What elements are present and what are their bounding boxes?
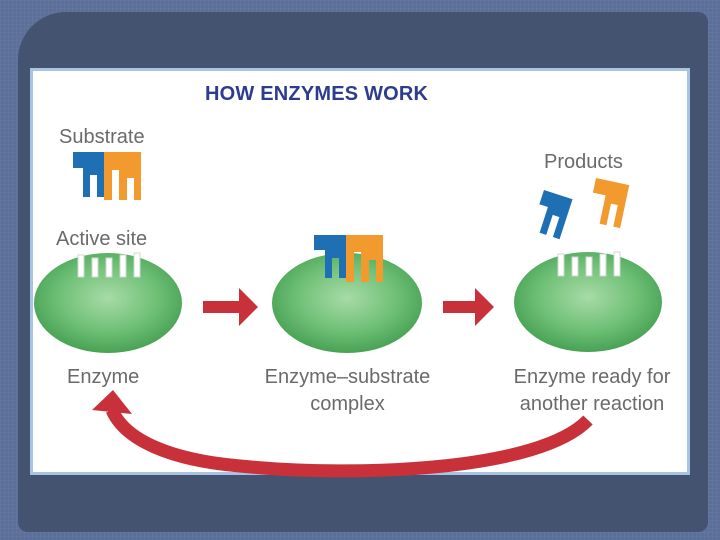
substrate-orange-piece bbox=[104, 152, 141, 200]
return-arrow bbox=[92, 390, 593, 478]
enzyme-substrate-complex bbox=[272, 235, 422, 353]
complex-label-line1: Enzyme–substrate bbox=[264, 366, 431, 388]
substrate-blue-piece bbox=[73, 152, 104, 197]
forward-arrow-2 bbox=[443, 288, 494, 326]
active-site-icon bbox=[77, 252, 141, 278]
forward-arrow-1 bbox=[203, 288, 258, 326]
diagram-title: HOW ENZYMES WORK bbox=[205, 83, 429, 105]
product-blue bbox=[539, 190, 573, 240]
bound-blue-piece bbox=[314, 235, 346, 278]
active-site-label: Active site bbox=[56, 228, 148, 250]
bound-orange-piece bbox=[346, 235, 383, 282]
substrate-label: Substrate bbox=[59, 126, 145, 148]
active-site-icon bbox=[557, 251, 621, 277]
complex-label-line2: complex bbox=[310, 393, 385, 415]
enzyme-3 bbox=[514, 251, 662, 352]
ready-label-line2: another reaction bbox=[519, 393, 665, 415]
product-orange bbox=[592, 178, 630, 229]
complex-label: Enzyme–substrate complex bbox=[245, 365, 450, 416]
substrate-molecule bbox=[73, 152, 141, 200]
enzyme-1 bbox=[34, 252, 182, 353]
enzyme-label: Enzyme bbox=[67, 366, 140, 388]
ready-label: Enzyme ready for another reaction bbox=[496, 365, 688, 416]
products-label: Products bbox=[544, 151, 623, 173]
ready-label-line1: Enzyme ready for bbox=[513, 366, 671, 388]
